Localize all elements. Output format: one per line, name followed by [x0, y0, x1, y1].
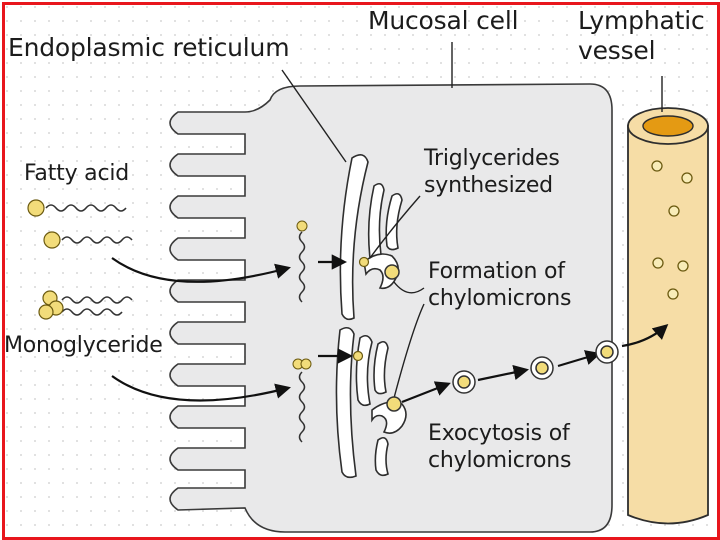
flow-arrows	[111, 254, 669, 404]
mucosal-cell-body	[169, 83, 613, 533]
fatty-acid-head	[27, 199, 61, 249]
absorbed-fatty-acid	[296, 220, 308, 303]
label-mucosal-cell: Mucosal cell	[368, 6, 519, 35]
lymphatic-vessel	[627, 107, 709, 525]
triglyceride-droplet	[352, 256, 370, 362]
monoglyceride-molecule	[38, 290, 133, 320]
label-fatty-acid: Fatty acid	[24, 161, 130, 186]
endoplasmic-reticulum	[335, 154, 407, 479]
fatty-acid-molecule	[45, 204, 133, 244]
leader-lines	[281, 42, 663, 399]
absorbed-monoglyceride	[292, 358, 312, 443]
lymph-chylomicron	[651, 160, 693, 300]
chylomicron	[384, 264, 402, 412]
label-endoplasmic-reticulum: Endoplasmic reticulum	[8, 33, 290, 62]
chylomicron-vesicle	[452, 340, 619, 394]
label-monoglyceride: Monoglyceride	[4, 333, 163, 358]
